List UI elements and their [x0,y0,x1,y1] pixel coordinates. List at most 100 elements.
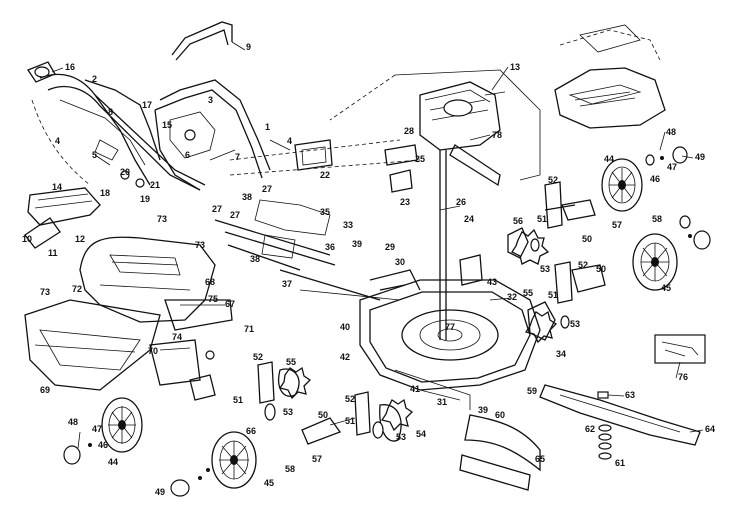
part-label: 73 [40,287,50,297]
part-label: 20 [120,167,130,177]
wheel-front-left [170,431,257,497]
control-levers [269,91,506,286]
part-label: 52 [345,394,355,404]
part-label: 76 [678,372,688,382]
part-label: 44 [604,154,614,164]
part-label: 53 [283,407,293,417]
part-label: 70 [148,346,158,356]
part-label: 64 [705,424,715,434]
part-label: 22 [320,170,330,180]
wheel-front-right [632,215,711,291]
part-label: 4 [55,136,60,146]
part-label: 50 [318,410,328,420]
part-label: 3 [208,95,213,105]
engine-cover [554,24,666,129]
part-label: 51 [548,290,558,300]
upper-handle [154,21,271,191]
part-label: 52 [548,175,558,185]
part-label: 51 [233,395,243,405]
gear-sprockets [278,228,558,432]
blade [459,384,701,491]
part-label: 67 [225,299,235,309]
part-label: 45 [661,283,671,293]
part-label: 56 [513,216,523,226]
part-label: 16 [65,62,75,72]
part-label: 68 [205,277,215,287]
part-label: 42 [340,352,350,362]
leader-lines [51,66,704,433]
part-label: 54 [416,429,426,439]
part-label: 29 [385,242,395,252]
part-label: 33 [343,220,353,230]
part-label: 58 [285,464,295,474]
part-label: 41 [410,384,420,394]
part-label: 55 [286,357,296,367]
handle-assembly [27,61,206,191]
part-label: 50 [582,234,592,244]
part-label: 48 [666,127,676,137]
part-label: 48 [68,417,78,427]
part-label: 63 [625,390,635,400]
part-label: 14 [52,182,62,192]
wheel-rear-left [63,397,143,465]
part-label: 27 [230,210,240,220]
part-label: 27 [212,204,222,214]
bracket-22 [294,139,333,171]
part-label: 34 [556,349,566,359]
part-label: 62 [585,424,595,434]
part-label: 6 [185,150,190,160]
part-label: 2 [92,74,97,84]
part-label: 75 [208,294,218,304]
part-label: 51 [537,214,547,224]
part-label: 25 [415,154,425,164]
part-label: 18 [100,188,110,198]
part-label: 72 [72,284,82,294]
part-label: 24 [464,214,474,224]
part-label: 15 [162,120,172,130]
part-label: 10 [22,234,32,244]
part-label: 1 [265,122,270,132]
part-label: 21 [150,180,160,190]
part-label: 17 [142,100,152,110]
part-label: 23 [400,197,410,207]
part-label: 47 [667,162,677,172]
part-label: 27 [262,184,272,194]
part-label: 7 [235,152,240,162]
part-label: 66 [246,426,256,436]
part-label: 38 [242,192,252,202]
part-label: 26 [456,197,466,207]
part-label: 5 [92,150,97,160]
part-label: 35 [320,207,330,217]
part-label: 39 [478,405,488,415]
part-label: 57 [612,220,622,230]
part-label: 53 [570,319,580,329]
part-label: 40 [340,322,350,332]
part-label: 78 [492,130,502,140]
part-label: 19 [140,194,150,204]
part-label: 9 [246,42,251,52]
height-adjuster-rear-right [507,181,596,259]
part-label: 61 [615,458,625,468]
part-labels: 16 2 17 15 4 5 4 1 14 10 11 12 13 27 27 … [22,42,715,497]
part-label: 36 [325,242,335,252]
part-label: 11 [48,248,58,258]
part-label: 43 [487,277,497,287]
part-label: 53 [540,264,550,274]
part-label: 4 [287,136,292,146]
part-label: 38 [250,254,260,264]
part-label: 77 [445,322,455,332]
part-label: 52 [578,260,588,270]
linkage-rods [214,139,421,301]
decal-76 [654,334,706,364]
part-label: 53 [396,432,406,442]
part-label: 30 [395,257,405,267]
part-label: 60 [495,410,505,420]
part-label: 57 [312,454,322,464]
part-label: 46 [98,440,108,450]
part-label: 44 [108,457,118,467]
rear-door-brackets [149,299,233,386]
height-adjuster-front-right [527,261,606,341]
part-label: 55 [523,288,533,298]
part-label: 73 [195,240,205,250]
part-label: 31 [437,397,447,407]
